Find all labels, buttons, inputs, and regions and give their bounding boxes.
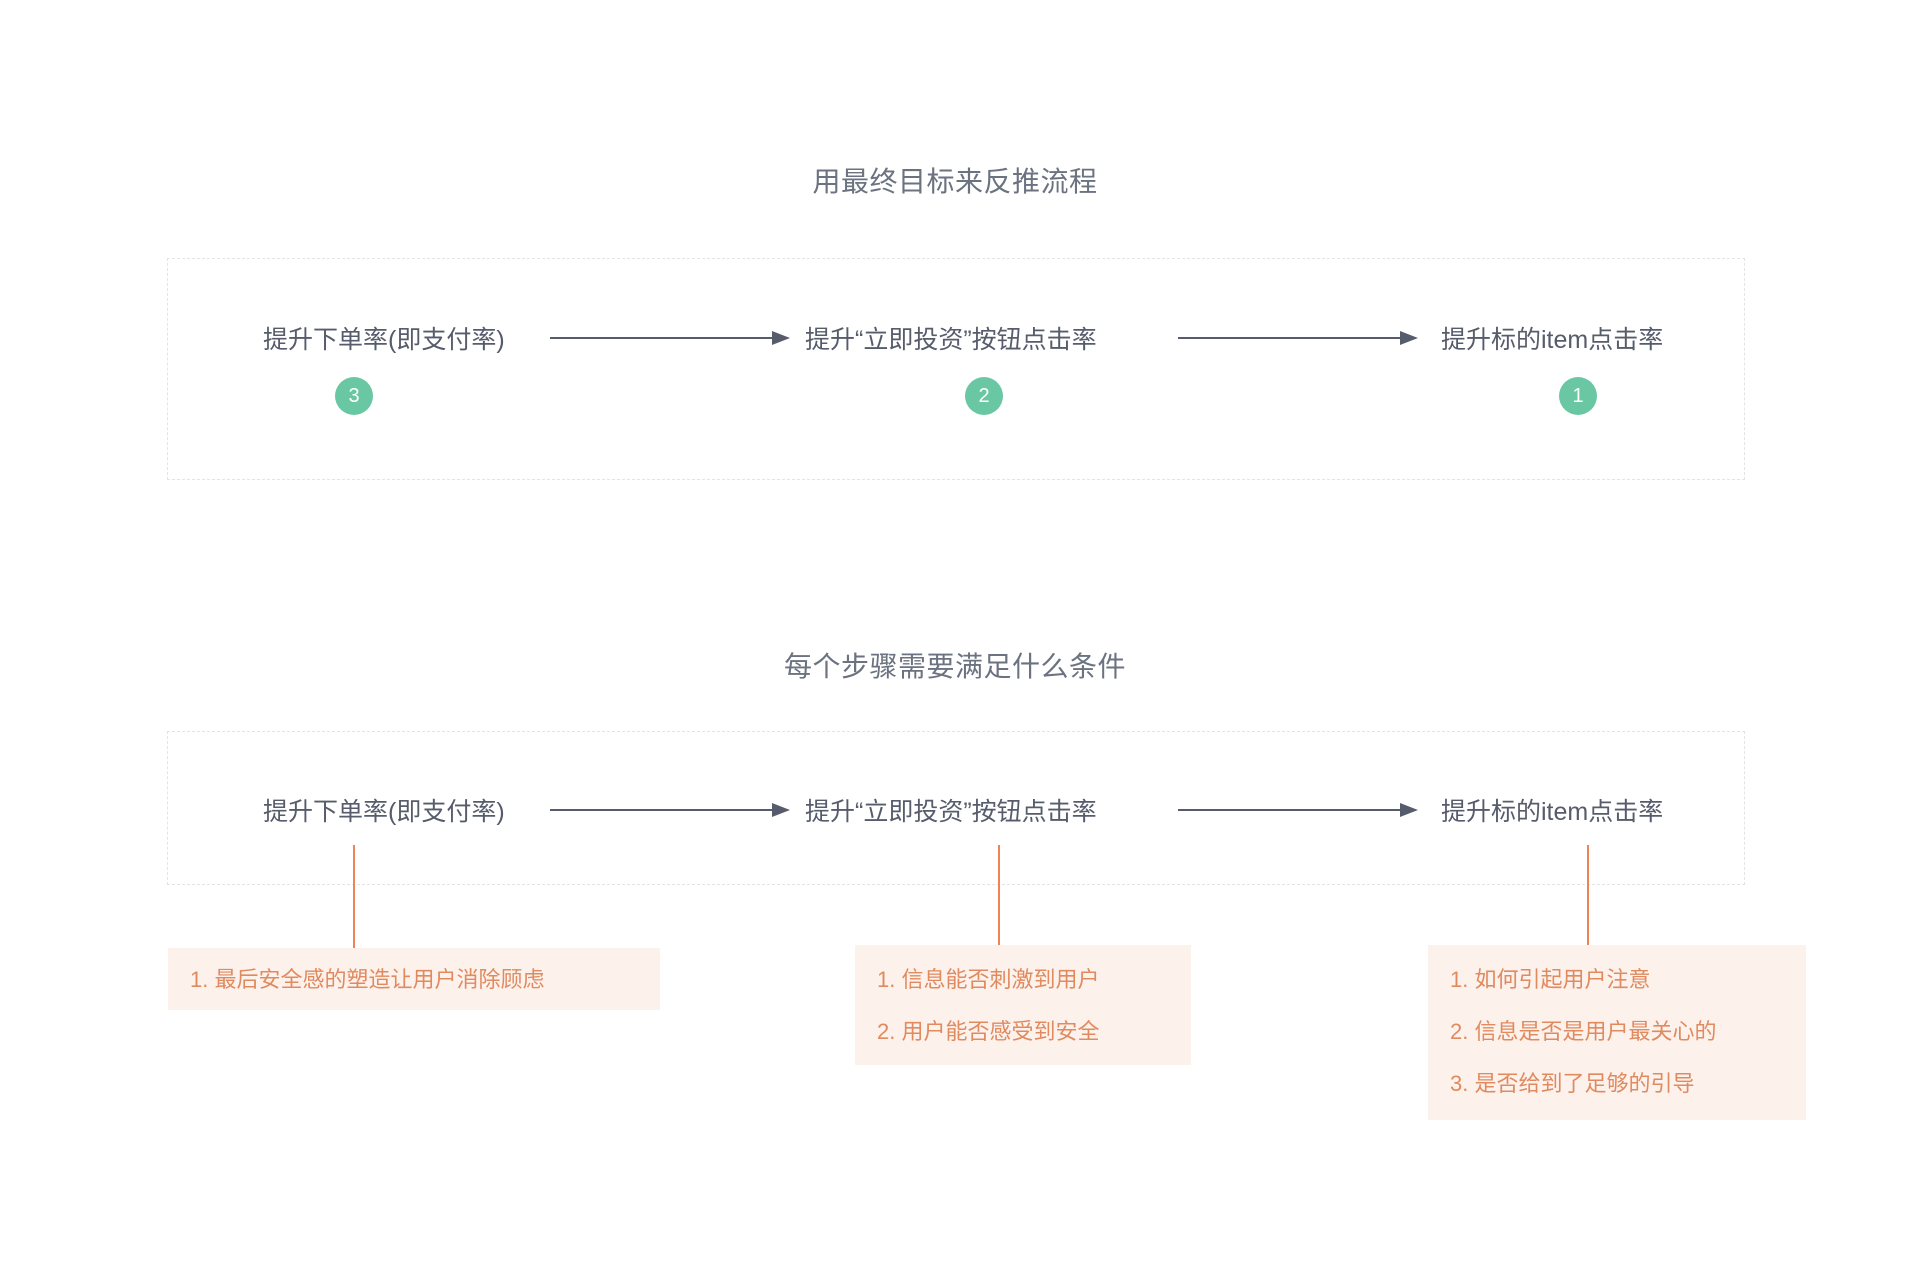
flow-node-label-1-0: 提升下单率(即支付率) xyxy=(263,326,505,354)
flow-node-label-1-1: 提升“立即投资”按钮点击率 xyxy=(805,326,1097,354)
flow-container-goal-backward-flow xyxy=(167,258,1745,480)
flow-container-step-conditions xyxy=(167,731,1745,885)
flow-arrow-right-1-0 xyxy=(550,330,790,346)
flow-node-label-2-2: 提升标的item点击率 xyxy=(1441,798,1664,826)
condition-box-1: 1. 信息能否刺激到用户 2. 用户能否感受到安全 xyxy=(855,945,1191,1065)
condition-item: 1. 如何引起用户注意 xyxy=(1450,967,1651,992)
step-badge-3: 3 xyxy=(335,377,373,415)
condition-item: 1. 信息能否刺激到用户 xyxy=(877,967,1100,992)
condition-item: 2. 信息是否是用户最关心的 xyxy=(1450,1019,1717,1044)
condition-box-0: 1. 最后安全感的塑造让用户消除顾虑 xyxy=(168,948,660,1010)
section-title-step-conditions: 每个步骤需要满足什么条件 xyxy=(783,651,1126,682)
connector-line-2 xyxy=(1587,845,1589,945)
condition-item: 1. 最后安全感的塑造让用户消除顾虑 xyxy=(190,967,545,992)
condition-item: 3. 是否给到了足够的引导 xyxy=(1450,1071,1695,1096)
flow-arrow-right-1-1 xyxy=(1178,330,1418,346)
condition-box-2: 1. 如何引起用户注意 2. 信息是否是用户最关心的 3. 是否给到了足够的引导 xyxy=(1428,945,1806,1120)
step-badge-2: 2 xyxy=(965,377,1003,415)
flow-arrow-right-2-1 xyxy=(1178,802,1418,818)
section-title-goal-backward-flow: 用最终目标来反推流程 xyxy=(812,166,1098,197)
flow-arrow-right-2-0 xyxy=(550,802,790,818)
condition-item: 2. 用户能否感受到安全 xyxy=(877,1019,1100,1044)
connector-line-0 xyxy=(353,845,355,949)
step-badge-1: 1 xyxy=(1559,377,1597,415)
connector-line-1 xyxy=(998,845,1000,945)
flow-node-label-2-1: 提升“立即投资”按钮点击率 xyxy=(805,798,1097,826)
flow-node-label-2-0: 提升下单率(即支付率) xyxy=(263,798,505,826)
flow-node-label-1-2: 提升标的item点击率 xyxy=(1441,326,1664,354)
